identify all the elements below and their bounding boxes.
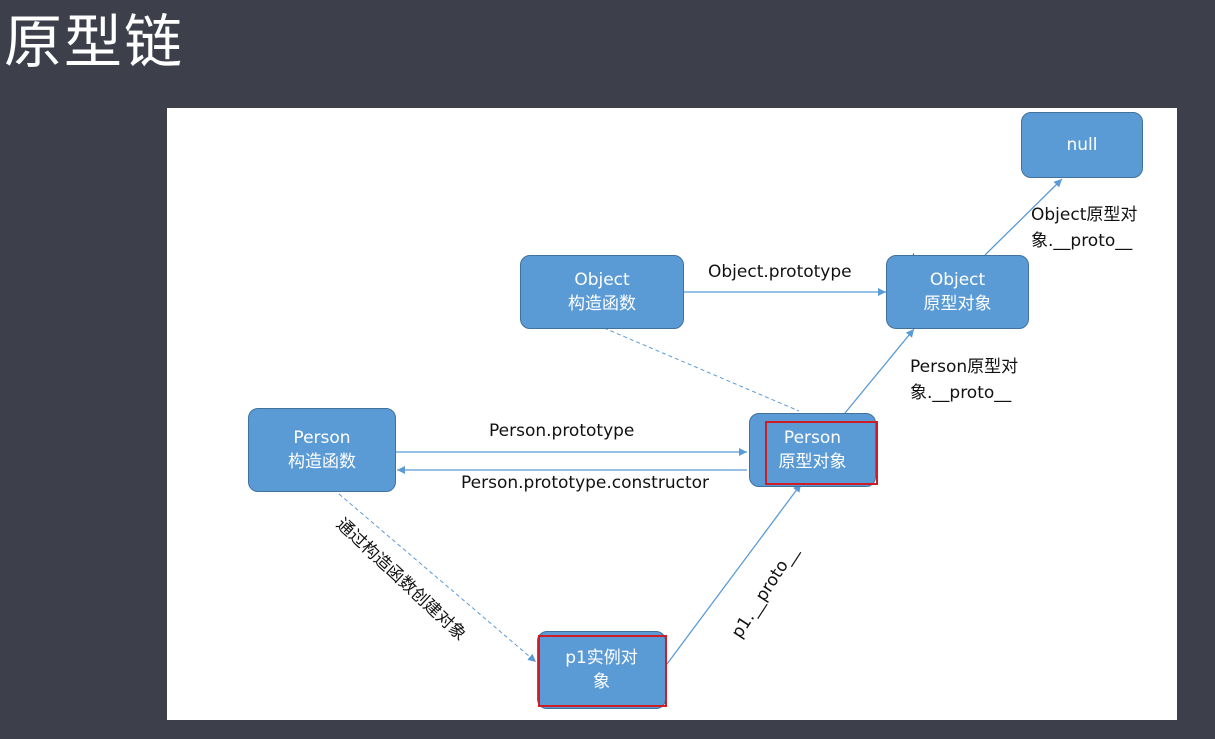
p1-instance-line1: p1实例对 <box>565 648 638 668</box>
label-object-prototype: Object.prototype <box>708 262 852 282</box>
dashed-object-ctor-to-person-proto <box>603 327 800 412</box>
connector-layer: + <box>338 178 1063 665</box>
p1-instance-line2: 象 <box>593 672 610 692</box>
label-person-prototype: Person.prototype <box>489 421 635 441</box>
label-person-prototype-constructor: Person.prototype.constructor <box>461 473 709 493</box>
object-prototype-node: Object 原型对象 <box>886 255 1029 329</box>
object-constructor-node: Object 构造函数 <box>520 255 684 329</box>
label-object-proto-line1: Object原型对 <box>1031 205 1138 225</box>
arrow-p1-proto <box>666 483 802 665</box>
arrow-person-proto-to-object-proto <box>844 328 915 414</box>
person-prototype-node: Person 原型对象 <box>749 413 876 487</box>
person-prototype-highlight <box>765 421 878 485</box>
null-node: null <box>1021 112 1143 178</box>
person-constructor-node: Person 构造函数 <box>248 408 396 492</box>
dashed-person-ctor-to-p1 <box>338 493 537 663</box>
null-node-label: null <box>1066 135 1098 155</box>
person-prototype-line2: 原型对象 <box>778 452 847 472</box>
arrow-object-proto-to-null <box>984 178 1063 256</box>
object-prototype-line2: 原型对象 <box>923 294 992 314</box>
label-person-proto-line1: Person原型对 <box>910 357 1019 377</box>
object-constructor-line2: 构造函数 <box>568 294 636 314</box>
p1-instance-node: p1实例对 象 <box>537 631 666 709</box>
person-constructor-line1: Person <box>293 428 351 448</box>
object-prototype-line1: Object <box>929 270 986 290</box>
object-constructor-line1: Object <box>574 270 630 290</box>
label-person-proto-line2: 象.__proto__ <box>910 383 1012 403</box>
diagram-panel: + null Object 构造函数 Object 原型对象 Person 构造… <box>167 108 1177 720</box>
slide-title: 原型链 <box>4 8 185 76</box>
person-constructor-line2: 构造函数 <box>288 452 356 472</box>
person-prototype-line1: Person <box>783 428 842 448</box>
p1-instance-highlight <box>538 635 667 707</box>
label-object-proto-line2: 象.__proto__ <box>1031 231 1133 251</box>
